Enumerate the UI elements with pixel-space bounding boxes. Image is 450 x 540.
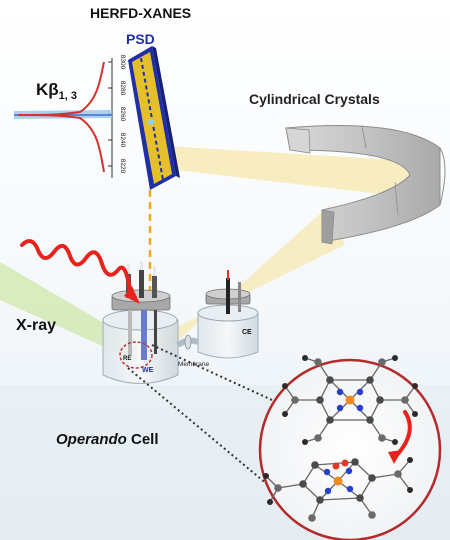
crystals-label: Cylindrical Crystals xyxy=(249,91,380,107)
xray-arrowhead xyxy=(124,286,140,304)
operando-cell xyxy=(102,262,179,384)
working-electrode-highlight xyxy=(119,341,153,369)
membrane-disc xyxy=(184,334,192,350)
atoms-top xyxy=(282,355,418,445)
counter-electrode-cell xyxy=(176,270,259,359)
reference-electrode-label: RE xyxy=(123,356,131,362)
cylindrical-crystals xyxy=(285,125,446,245)
axis-tick-label: 8220 xyxy=(119,159,126,174)
binding-arrowhead xyxy=(388,450,402,464)
emission-line-label: Kβ1, 3 xyxy=(36,80,77,102)
cell-label-rest: Cell xyxy=(127,431,159,448)
axis-tick-label: 8240 xyxy=(119,133,126,148)
psd-detector xyxy=(128,46,180,190)
xray-label: X-ray xyxy=(16,317,56,334)
xray-wave xyxy=(20,239,134,300)
axis-tick-label: 8260 xyxy=(119,107,126,122)
membrane-label: Membrane xyxy=(178,361,209,368)
cell-label: Operando Cell xyxy=(56,431,159,448)
zoom-line-top xyxy=(151,344,273,401)
detector-label: PSD xyxy=(126,31,155,47)
technique-label: HERFD-XANES xyxy=(90,5,191,21)
beam-cell-to-crystal xyxy=(150,205,345,352)
emission-spectrum xyxy=(14,61,112,173)
zoom-line-bottom xyxy=(127,367,299,511)
working-electrode-label: WE xyxy=(142,367,154,374)
emission-line-main: Kβ xyxy=(36,80,59,99)
beam-crystal-to-detector xyxy=(148,145,430,200)
axis-tick-label: 8300 xyxy=(119,55,126,70)
emission-line-subscript: 1, 3 xyxy=(59,90,77,102)
atoms-bottom xyxy=(263,457,413,522)
counter-electrode-label: CE xyxy=(242,329,252,336)
axis-tick-label: 8280 xyxy=(119,81,126,96)
cell-label-italic: Operando xyxy=(56,431,127,448)
zoom-circle xyxy=(258,358,442,540)
